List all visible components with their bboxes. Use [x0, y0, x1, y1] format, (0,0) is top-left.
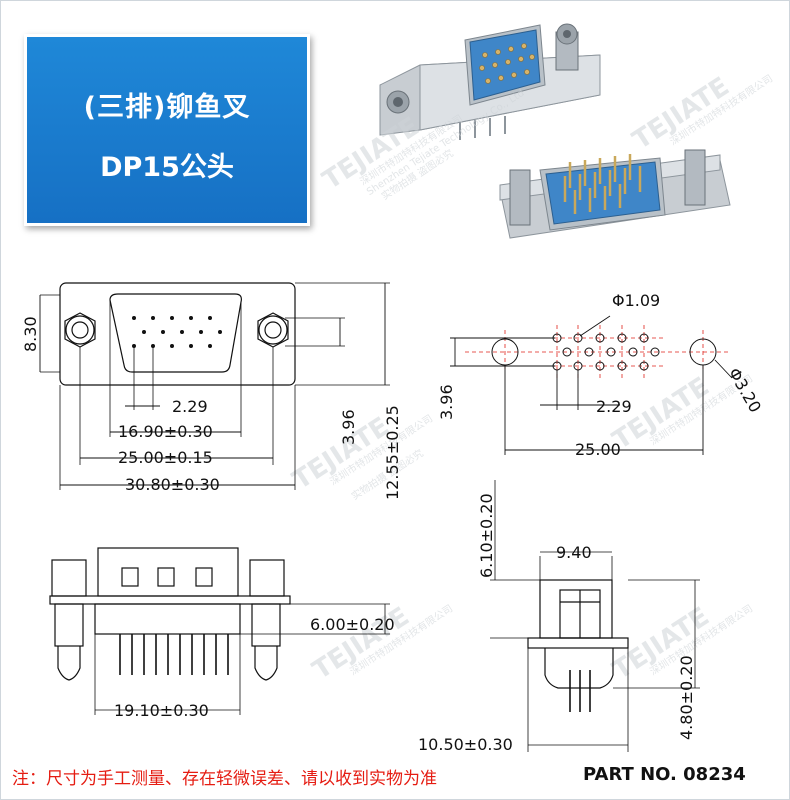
side-view-labels: 6.00±0.20 19.10±0.30	[114, 615, 395, 720]
dim-row-spacing: 3.96	[339, 409, 358, 445]
mount-hole-left	[64, 312, 96, 348]
dim-footprint-pin-pitch: 2.29	[596, 397, 632, 416]
product-title: (三排)铆鱼叉	[83, 92, 251, 123]
dim-pin-height: 4.80±0.20	[677, 655, 696, 740]
connector-photo-front	[499, 149, 731, 239]
watermark-layer: TEJIATE 深圳市特加特科技有限公司 Shenzhen Tejiate Te…	[287, 72, 775, 686]
dim-top-height: 6.10±0.20	[477, 493, 496, 578]
dim-flange-width: 30.80±0.30	[125, 475, 220, 494]
pin-array	[132, 316, 222, 348]
dim-total-height: 12.55±0.25	[383, 405, 402, 500]
mount-hole-right	[257, 312, 289, 348]
dim-pin-pitch: 2.29	[172, 397, 208, 416]
dim-shell-depth: 9.40	[556, 543, 592, 562]
pcb-footprint: Φ1.09 3.96 2.29 25.00 Φ3.20	[437, 291, 765, 459]
product-title-box: (三排)铆鱼叉 DP15公头	[24, 34, 310, 226]
product-photo	[379, 23, 731, 239]
standoff-right	[249, 559, 285, 597]
measurement-note: 注：尺寸为手工测量、存在轻微误差、请以收到实物为准	[12, 769, 437, 789]
end-pins	[569, 670, 591, 712]
dim-footprint-row-spacing: 3.96	[437, 384, 456, 420]
end-flange	[527, 637, 629, 649]
connector-photo-back	[379, 23, 601, 140]
dim-hole-spacing: 25.00±0.15	[118, 448, 213, 467]
shell-outline	[109, 293, 242, 373]
dim-bottom-width: 19.10±0.30	[114, 701, 209, 720]
part-number: PART NO. 08234	[583, 764, 746, 785]
product-subtitle: DP15公头	[100, 152, 234, 183]
dim-height-left: 8.30	[21, 316, 40, 352]
front-view-labels: 8.30 2.29 16.90±0.30 25.00±0.15 30.80±0.…	[21, 316, 402, 500]
standoff-left	[51, 559, 87, 597]
end-shell	[539, 579, 613, 639]
board-lock-left	[57, 646, 81, 681]
board-lock-right	[254, 646, 278, 681]
dim-base-width: 10.50±0.30	[418, 735, 513, 754]
shell-side	[97, 547, 239, 597]
front-view	[39, 282, 390, 490]
dim-pin-hole-dia: Φ1.09	[612, 291, 660, 310]
flange-outline	[59, 282, 296, 386]
flange-side	[49, 595, 291, 605]
dim-pin-length: 6.00±0.20	[310, 615, 395, 634]
end-view	[490, 480, 700, 752]
side-view	[49, 547, 390, 715]
dim-shell-width: 16.90±0.30	[118, 422, 213, 441]
end-view-labels: 9.40 6.10±0.20 4.80±0.20 10.50±0.30	[418, 493, 696, 754]
dim-mount-spacing: 25.00	[575, 440, 621, 459]
pins-side	[119, 634, 229, 675]
